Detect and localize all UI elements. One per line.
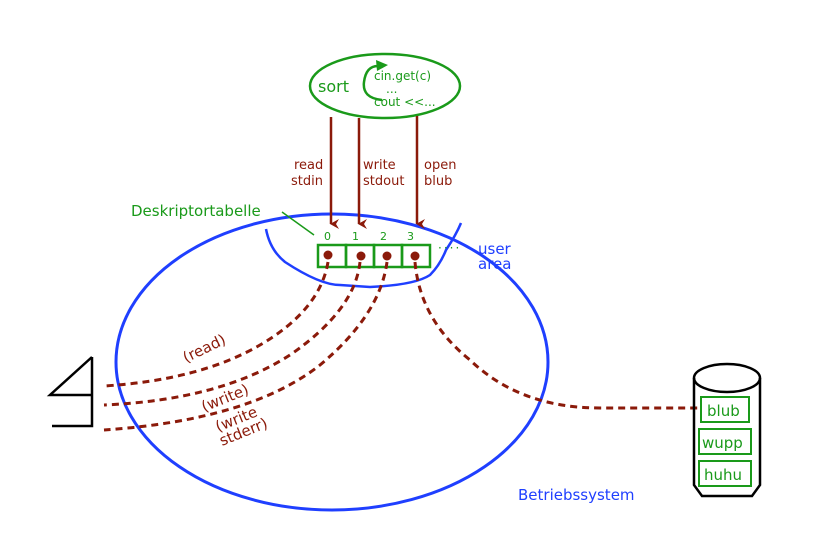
index-2: 2 bbox=[380, 230, 387, 243]
syscall-open-line1: open bbox=[424, 158, 456, 173]
pointer-dot-3 bbox=[410, 251, 420, 261]
disk-icon bbox=[692, 362, 762, 498]
disk-file-huhu bbox=[698, 460, 752, 487]
disk-file-huhu-label: huhu bbox=[704, 466, 742, 484]
code-line-3: cout <<... bbox=[374, 95, 436, 109]
pointer-dot-1 bbox=[356, 251, 366, 261]
descriptor-ellipsis: ···· bbox=[438, 241, 461, 255]
code-line-2: ... bbox=[386, 82, 397, 96]
syscall-read-line2: stdin bbox=[291, 174, 323, 189]
syscall-read-line1: read bbox=[294, 158, 323, 173]
syscall-write-line1: write bbox=[363, 158, 396, 173]
user-area-line2: area bbox=[478, 255, 511, 273]
connection-read bbox=[103, 261, 330, 388]
os-label: Betriebssystem bbox=[518, 486, 635, 504]
connection-write bbox=[103, 261, 362, 407]
pointer-dot-2 bbox=[382, 251, 392, 261]
disk-file-blub-label: blub bbox=[707, 402, 740, 420]
process-name: sort bbox=[318, 77, 349, 96]
disk-file-wupp-label: wupp bbox=[702, 434, 743, 452]
terminal-icon bbox=[46, 356, 94, 428]
syscall-write-line2: stdout bbox=[363, 174, 404, 189]
syscall-open-line2: blub bbox=[424, 174, 452, 189]
user-area-bowl bbox=[264, 222, 463, 289]
disk-files: blub wupp huhu bbox=[698, 396, 752, 487]
descriptor-table bbox=[316, 243, 432, 269]
index-0: 0 bbox=[324, 230, 331, 243]
user-area-line1: user bbox=[478, 240, 512, 258]
label-read: (read) bbox=[180, 330, 229, 366]
code-line-1: cin.get(c) bbox=[374, 69, 431, 83]
index-1: 1 bbox=[352, 230, 359, 243]
descriptor-table-label: Deskriptortabelle bbox=[131, 202, 261, 220]
disk-file-blub bbox=[700, 396, 750, 423]
process-ellipse bbox=[308, 52, 462, 120]
connection-write-stderr bbox=[103, 261, 389, 432]
index-3: 3 bbox=[407, 230, 414, 243]
connection-blub bbox=[413, 261, 700, 410]
descriptor-label-pointer bbox=[281, 211, 315, 236]
loop-arrow-icon bbox=[362, 64, 383, 102]
disk-file-wupp bbox=[698, 428, 752, 455]
loop-arrowhead-icon bbox=[376, 60, 388, 71]
pointer-dot-0 bbox=[323, 250, 333, 260]
